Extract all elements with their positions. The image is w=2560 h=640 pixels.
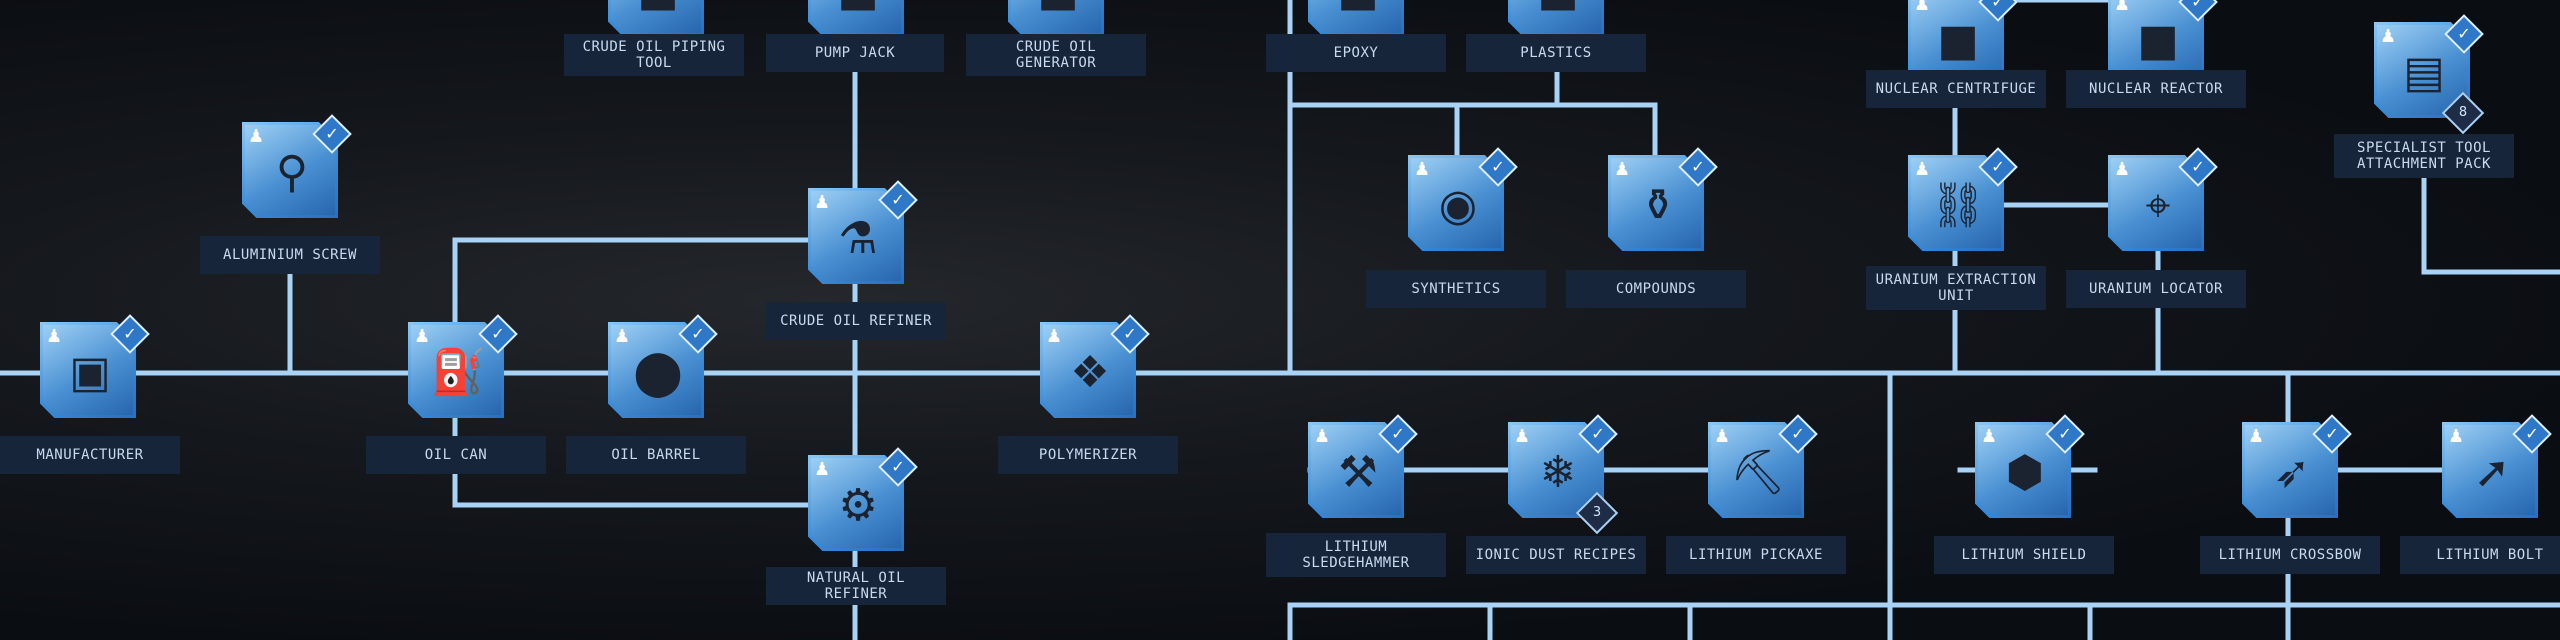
item-icon: ⬢: [2005, 446, 2045, 498]
item-icon: ■: [1030, 0, 1086, 18]
item-icon: ■: [830, 0, 886, 18]
item-icon: ⚙: [838, 479, 878, 531]
person-icon: ♟: [814, 192, 831, 213]
person-icon: ♟: [814, 459, 831, 480]
item-icon: ⚲: [275, 146, 309, 198]
item-icon: ■: [1530, 0, 1586, 18]
person-icon: ♟: [1046, 326, 1063, 347]
item-icon: ⬤: [633, 346, 683, 398]
node-tile[interactable]: ♟➶: [2242, 422, 2338, 518]
person-icon: ♟: [248, 126, 265, 147]
item-icon: ■: [1937, 14, 1979, 66]
person-icon: ♟: [2380, 26, 2397, 47]
person-icon: ♟: [1314, 426, 1331, 447]
item-icon: ➚: [2473, 446, 2511, 498]
item-icon: ⛏: [1730, 447, 1786, 498]
item-icon: ➶: [2273, 446, 2311, 498]
item-icon: ⚱: [1639, 179, 1677, 231]
node-label: CRUDE OIL REFINER: [766, 302, 946, 340]
node-tile[interactable]: ♟⛽: [408, 322, 504, 418]
node-tile[interactable]: ♟■: [808, 0, 904, 36]
node-tile[interactable]: ♟■: [1308, 0, 1404, 36]
item-icon: ⌖: [2145, 179, 2171, 231]
node-label: OIL BARREL: [566, 436, 746, 474]
item-icon: ■: [630, 0, 686, 18]
node-tile[interactable]: ♟▣: [40, 322, 136, 418]
node-label: OIL CAN: [366, 436, 546, 474]
person-icon: ♟: [2114, 159, 2131, 180]
node-tile[interactable]: ♟■: [1508, 0, 1604, 36]
node-label: EPOXY: [1266, 34, 1446, 72]
item-icon: ▣: [69, 346, 111, 398]
person-icon: ♟: [1414, 159, 1431, 180]
item-icon: ▤: [2403, 46, 2445, 98]
person-icon: ♟: [1914, 159, 1931, 180]
person-icon: ♟: [614, 326, 631, 347]
node-label: POLYMERIZER: [998, 436, 1178, 474]
node-label: COMPOUNDS: [1566, 270, 1746, 308]
person-icon: ♟: [1614, 159, 1631, 180]
person-icon: ♟: [46, 326, 63, 347]
person-icon: ♟: [1514, 426, 1531, 447]
node-label: LITHIUM SLEDGEHAMMER: [1266, 533, 1446, 577]
node-label: LITHIUM CROSSBOW: [2200, 536, 2380, 574]
person-icon: ♟: [1914, 0, 1931, 15]
node-label: IONIC DUST RECIPES: [1466, 536, 1646, 574]
node-label: LITHIUM PICKAXE: [1666, 536, 1846, 574]
node-label: URANIUM LOCATOR: [2066, 270, 2246, 308]
node-label: NATURAL OIL REFINER: [766, 567, 946, 605]
item-icon: ❖: [1070, 346, 1110, 398]
node-label: MANUFACTURER: [0, 436, 180, 474]
item-icon: ◉: [1438, 179, 1478, 231]
node-tile[interactable]: ♟⌖: [2108, 155, 2204, 251]
node-label: NUCLEAR REACTOR: [2066, 70, 2246, 108]
node-label: CRUDE OIL PIPING TOOL: [564, 34, 744, 76]
node-label: NUCLEAR CENTRIFUGE: [1866, 70, 2046, 108]
node-label: SPECIALIST TOOL ATTACHMENT PACK: [2334, 134, 2514, 178]
person-icon: ♟: [414, 326, 431, 347]
node-label: SYNTHETICS: [1366, 270, 1546, 308]
node-tile[interactable]: ♟■: [1008, 0, 1104, 36]
person-icon: ♟: [2248, 426, 2265, 447]
item-icon: ⛓: [1930, 180, 1986, 231]
person-icon: ♟: [1714, 426, 1731, 447]
person-icon: ♟: [1981, 426, 1998, 447]
node-tile[interactable]: ♟■: [608, 0, 704, 36]
item-icon: ⚒: [1338, 446, 1378, 498]
item-icon: ■: [1330, 0, 1386, 18]
node-label: ALUMINIUM SCREW: [200, 236, 380, 274]
node-label: LITHIUM SHIELD: [1934, 536, 2114, 574]
node-label: URANIUM EXTRACTION UNIT: [1866, 266, 2046, 310]
node-label: PUMP JACK: [766, 34, 944, 72]
person-icon: ♟: [2448, 426, 2465, 447]
item-icon: ⛽: [430, 347, 486, 398]
node-label: LITHIUM BOLT: [2400, 536, 2560, 574]
node-label: CRUDE OIL GENERATOR: [966, 34, 1146, 76]
node-label: PLASTICS: [1466, 34, 1646, 72]
item-icon: ■: [2137, 14, 2179, 66]
person-icon: ♟: [2114, 0, 2131, 15]
item-icon: ⚗: [838, 212, 878, 264]
item-icon: ❄: [1539, 446, 1577, 498]
